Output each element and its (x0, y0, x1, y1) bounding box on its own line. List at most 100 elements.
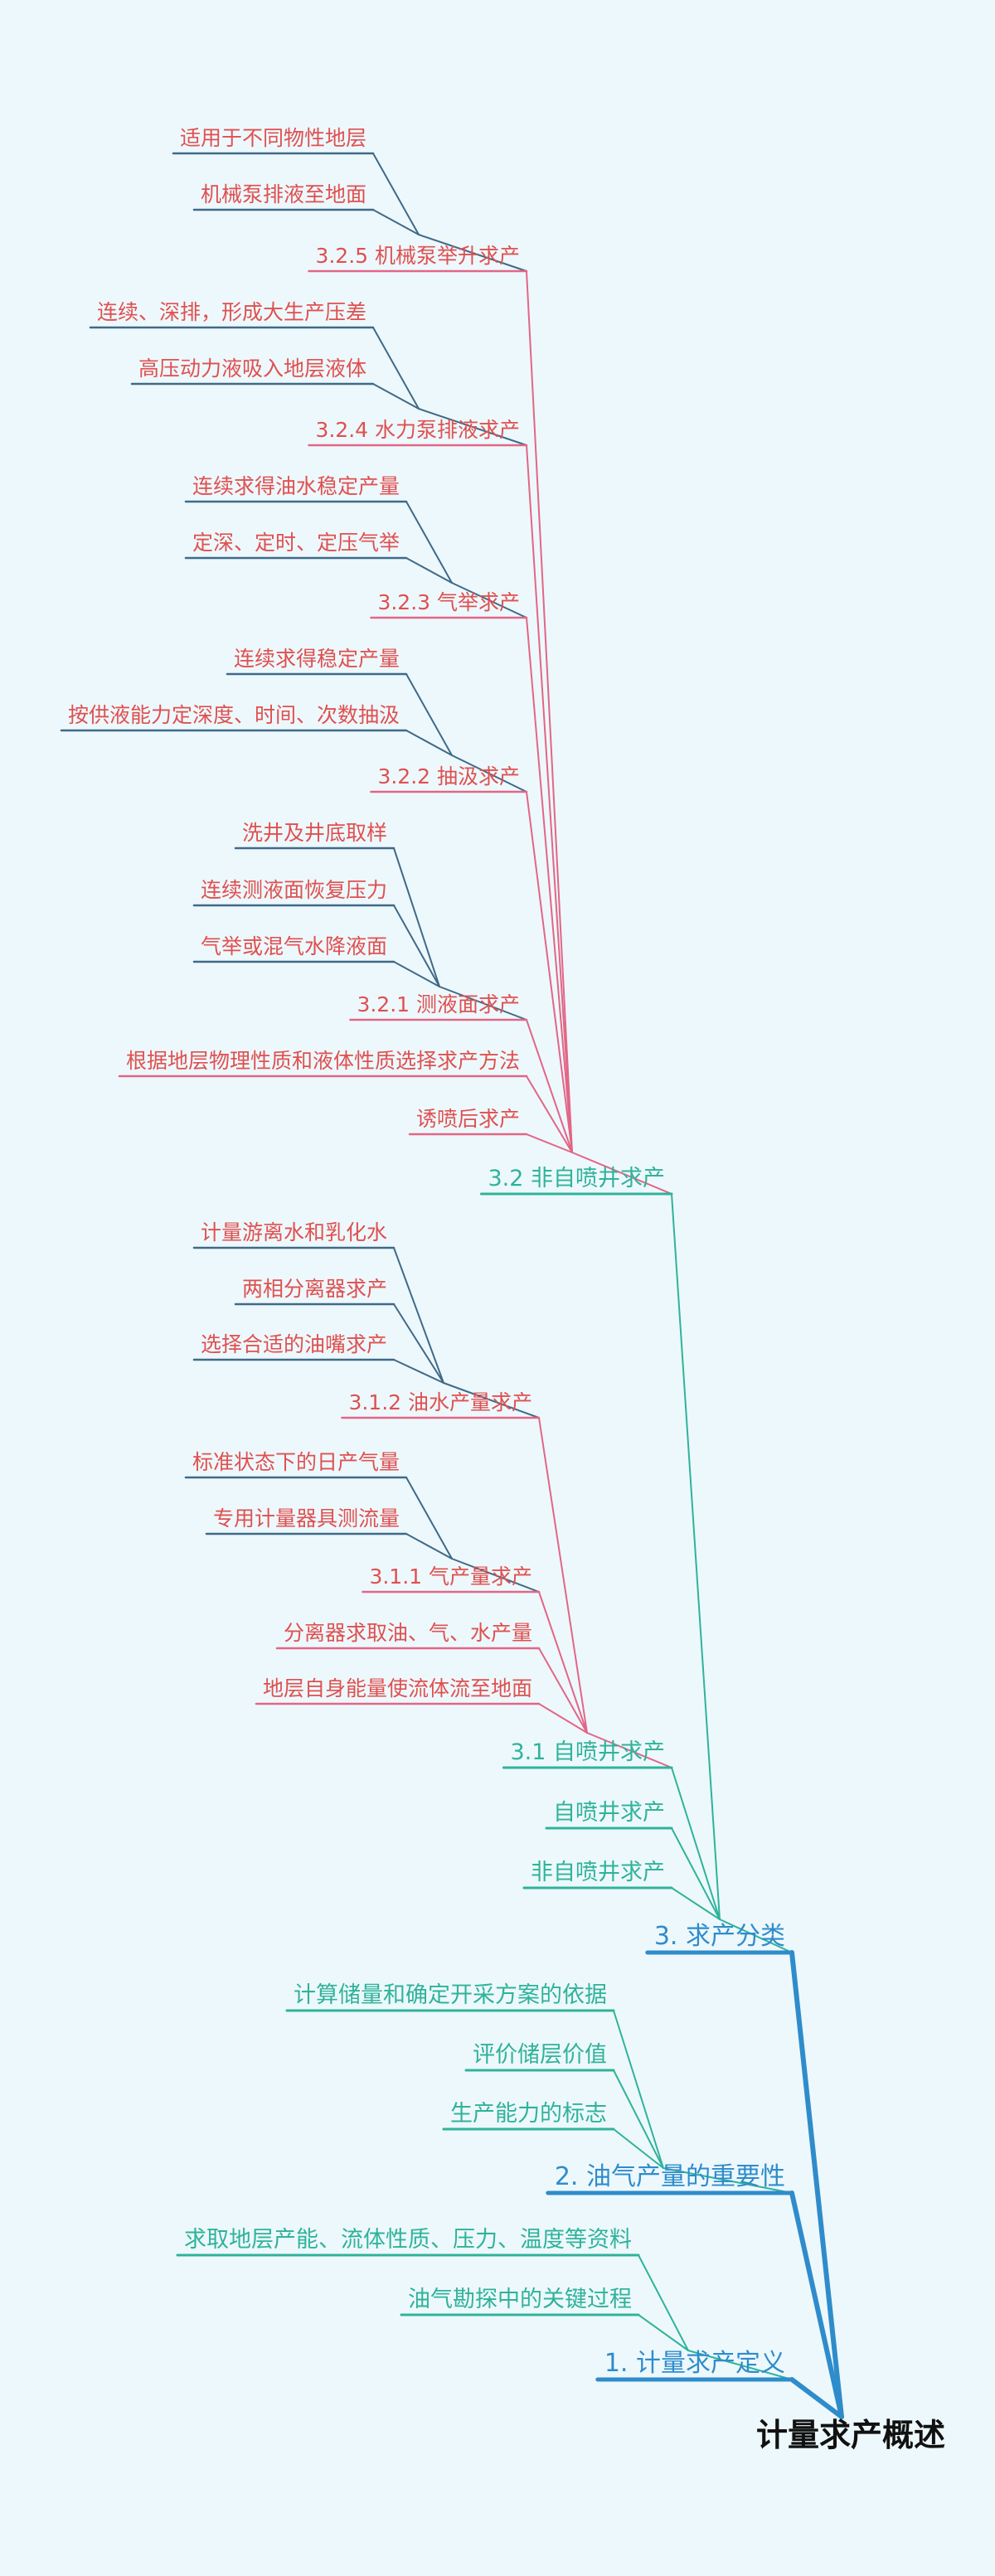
node-label: 3.2 非自喷井求产 (488, 1166, 665, 1191)
link-b3-1 (671, 1767, 721, 1920)
mindmap-node-b3-1[interactable]: 3.1 自喷井求产 (502, 1739, 673, 1769)
node-label: 按供液能力定深度、时间、次数抽汲 (68, 703, 400, 727)
mindmap-nodes: 计量求产概述 1. 计量求产定义 求取地层产能、流体性质、压力、温度等资料油气勘探中… (60, 126, 945, 2453)
link-b3-4-2 (526, 444, 573, 1153)
mindmap-node-b3-3[interactable]: 非自喷井求产 (522, 1860, 673, 1890)
mindmap-node-b3-4-6[interactable]: 根据地层物理性质和液体性质选择求产方法 (118, 1049, 528, 1078)
node-label: 3.2.4 水力泵排液求产 (315, 418, 520, 442)
mindmap-node-b3-2[interactable]: 自喷井求产 (545, 1800, 673, 1830)
mindmap-node-b3-1-2-1[interactable]: 标准状态下的日产气量 (184, 1450, 408, 1479)
mindmap-links (372, 153, 844, 2419)
mindmap-node-b2-2[interactable]: 评价储层价值 (464, 2042, 615, 2072)
node-label: 根据地层物理性质和液体性质选择求产方法 (126, 1049, 520, 1073)
node-label: 3.1.1 气产量求产 (369, 1565, 532, 1589)
mindmap-node-b3-4-2[interactable]: 3.2.4 水力泵排液求产 (308, 418, 528, 447)
mindmap-node-b1[interactable]: 1. 计量求产定义 (595, 2349, 794, 2382)
mindmap-node-b3-4-5-3[interactable]: 气举或混气水降液面 (192, 934, 396, 963)
mindmap-node-b3-4[interactable]: 3.2 非自喷井求产 (479, 1166, 673, 1196)
link-hub-b3-4-5 (439, 986, 527, 1021)
link-b1-2 (638, 2314, 689, 2351)
link-b3-1-1 (538, 1417, 588, 1734)
node-label: 3.2.1 测液面求产 (357, 992, 520, 1016)
node-label: 诱喷后求产 (416, 1107, 520, 1131)
mindmap-node-b3-4-5[interactable]: 3.2.1 测液面求产 (349, 992, 528, 1021)
mindmap-node-b3-4-3-1[interactable]: 连续求得油水稳定产量 (184, 474, 408, 503)
mindmap-node-b3-4-4-2[interactable]: 按供液能力定深度、时间、次数抽汲 (60, 703, 408, 732)
mindmap-node-b3-1-3[interactable]: 分离器求取油、气、水产量 (275, 1621, 541, 1650)
link-b3-1-1-3 (393, 1359, 444, 1384)
link-b3-1-2-2 (405, 1533, 453, 1560)
link-hub-b3-4-2 (418, 408, 527, 446)
node-label: 1. 计量求产定义 (604, 2349, 785, 2378)
link-b3-1-3 (538, 1647, 588, 1734)
node-label: 3.2.3 气举求产 (377, 590, 520, 614)
mindmap-node-b1-2[interactable]: 油气勘探中的关键过程 (400, 2287, 640, 2316)
link-b2-2 (613, 2069, 664, 2169)
link-b3-4-4-2 (405, 730, 453, 756)
mindmap-node-b3-4-2-2[interactable]: 高压动力液吸入地层液体 (130, 357, 375, 386)
node-label: 分离器求取油、气、水产量 (284, 1621, 532, 1645)
mindmap-node-b3-4-3-2[interactable]: 定深、定时、定压气举 (184, 531, 408, 560)
node-label: 选择合适的油嘴求产 (201, 1332, 387, 1356)
link-b3-4-1-2 (372, 209, 420, 235)
mindmap-node-b3-4-4-1[interactable]: 连续求得稳定产量 (226, 647, 408, 676)
mindmap-root[interactable]: 计量求产概述 (756, 2417, 945, 2453)
mindmap-node-b3-4-1-1[interactable]: 适用于不同物性地层 (172, 126, 375, 155)
node-label: 地层自身能量使流体流至地面 (263, 1676, 532, 1700)
link-hub-b3-1-1 (443, 1382, 540, 1419)
mindmap-node-b3-4-2-1[interactable]: 连续、深排，形成大生产压差 (89, 300, 375, 329)
mindmap-node-b3-4-1[interactable]: 3.2.5 机械泵举升求产 (308, 244, 528, 273)
mindmap-node-b3-1-1[interactable]: 3.1.2 油水产量求产 (341, 1390, 541, 1419)
mindmap-node-b3-1-4[interactable]: 地层自身能量使流体流至地面 (255, 1676, 541, 1705)
link-b3-4-1 (526, 270, 573, 1153)
mindmap-node-b2-1[interactable]: 计算储量和确定开采方案的依据 (285, 1982, 615, 2012)
link-b2-3 (613, 2128, 664, 2169)
mindmap-node-b2-3[interactable]: 生产能力的标志 (442, 2101, 615, 2131)
mindmap-node-b3[interactable]: 3. 求产分类 (645, 1922, 794, 1955)
link-b3-1-2 (538, 1591, 588, 1734)
node-label: 计量游离水和乳化水 (201, 1220, 387, 1244)
mindmap-node-b3-4-5-1[interactable]: 洗井及井底取样 (234, 821, 396, 850)
mindmap-node-b1-1[interactable]: 求取地层产能、流体性质、压力、温度等资料 (176, 2227, 640, 2257)
link-b2-1 (613, 2010, 664, 2169)
mindmap-node-b3-4-7[interactable]: 诱喷后求产 (408, 1107, 528, 1136)
node-label: 评价储层价值 (473, 2042, 607, 2068)
mindmap-node-b3-4-5-2[interactable]: 连续测液面恢复压力 (192, 878, 396, 907)
mindmap-node-b3-4-4[interactable]: 3.2.2 抽汲求产 (370, 764, 528, 793)
link-b3-4-2-1 (372, 327, 420, 410)
node-label: 2. 油气产量的重要性 (555, 2162, 785, 2191)
link-hub-b3 (719, 1919, 793, 1953)
link-b3-3 (671, 1887, 721, 1920)
link-b3-1-1-1 (393, 1247, 444, 1384)
mindmap-node-b3-1-2-2[interactable]: 专用计量器具测流量 (205, 1506, 408, 1535)
node-label: 适用于不同物性地层 (180, 126, 366, 150)
node-label: 3. 求产分类 (654, 1922, 785, 1951)
link-hub-b3-4-4 (451, 754, 527, 793)
mindmap-node-b3-4-3[interactable]: 3.2.3 气举求产 (370, 590, 528, 619)
mindmap-node-b3-1-2[interactable]: 3.1.1 气产量求产 (362, 1565, 541, 1594)
node-label: 定深、定时、定压气举 (192, 531, 400, 555)
link-b3-4-5-2 (393, 905, 440, 987)
link-b3-4-4-1 (405, 673, 453, 756)
mindmap-node-b3-1-1-3[interactable]: 选择合适的油嘴求产 (192, 1332, 396, 1361)
node-label: 3.1 自喷井求产 (510, 1739, 665, 1765)
node-label: 两相分离器求产 (242, 1277, 387, 1301)
mindmap-node-b3-1-1-1[interactable]: 计量游离水和乳化水 (192, 1220, 396, 1249)
mindmap-node-b3-1-1-2[interactable]: 两相分离器求产 (234, 1277, 396, 1306)
node-label: 求取地层产能、流体性质、压力、温度等资料 (184, 2227, 632, 2253)
mindmap-node-b2[interactable]: 2. 油气产量的重要性 (546, 2162, 794, 2195)
link-hub-b3-1 (586, 1732, 672, 1768)
link-hub-b2 (663, 2167, 793, 2194)
node-label: 计算储量和确定开采方案的依据 (294, 1982, 607, 2008)
root-label: 计量求产概述 (756, 2417, 945, 2453)
link-b3-4-7 (526, 1133, 573, 1153)
node-label: 标准状态下的日产气量 (192, 1450, 400, 1474)
link-b3-4-6 (526, 1075, 573, 1153)
node-label: 油气勘探中的关键过程 (408, 2287, 632, 2312)
mindmap-node-b3-4-1-2[interactable]: 机械泵排液至地面 (192, 182, 375, 211)
node-label: 3.1.2 油水产量求产 (348, 1390, 532, 1414)
node-label: 机械泵排液至地面 (201, 182, 366, 206)
link-b1-1 (638, 2254, 689, 2351)
node-label: 连续测液面恢复压力 (201, 878, 387, 902)
